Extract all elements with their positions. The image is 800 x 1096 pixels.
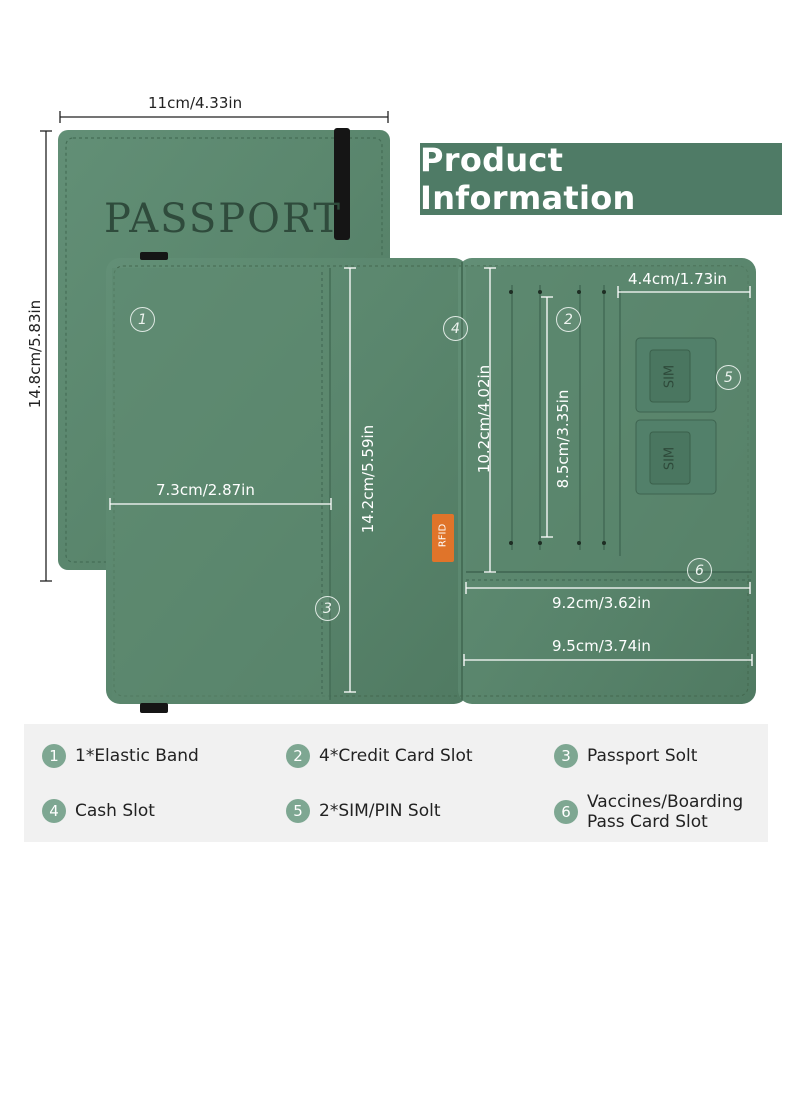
- legend-item: 3 Passport Solt: [554, 744, 697, 768]
- sim-label-top: SIM: [662, 364, 678, 389]
- right-panel-width-label: 9.5cm/3.74in: [552, 637, 651, 655]
- legend-text: 1*Elastic Band: [75, 746, 199, 766]
- product-illustration: [40, 111, 756, 713]
- legend-text: 2*SIM/PIN Solt: [319, 801, 441, 821]
- inner-height-label: 14.2cm/5.59in: [359, 424, 377, 534]
- boarding-slot-width-label: 9.2cm/3.62in: [552, 594, 651, 612]
- badge-3: 3: [315, 596, 340, 621]
- badge-5: 5: [716, 365, 741, 390]
- legend-number: 5: [286, 799, 310, 823]
- legend-item: 6 Vaccines/Boarding Pass Card Slot: [554, 792, 743, 832]
- sim-label-bottom: SIM: [662, 446, 678, 471]
- legend-text: Passport Solt: [587, 746, 698, 766]
- card-slot-width-label: 4.4cm/1.73in: [628, 270, 727, 288]
- badge-4: 4: [443, 316, 468, 341]
- legend-number: 4: [42, 799, 66, 823]
- legend-text: Cash Slot: [75, 801, 155, 821]
- elastic-band: [334, 128, 350, 240]
- sim-slots: [635, 337, 717, 495]
- legend-item: 2 4*Credit Card Slot: [286, 744, 473, 768]
- legend-number: 6: [554, 800, 578, 824]
- rfid-label: RFID: [437, 523, 449, 548]
- badge-2: 2: [556, 307, 581, 332]
- card-area-height-label: 10.2cm/4.02in: [475, 364, 493, 474]
- passport-emboss-text: PASSPORT: [104, 196, 343, 242]
- legend-number: 3: [554, 744, 578, 768]
- legend-number: 1: [42, 744, 66, 768]
- card-slot-height-label: 8.5cm/3.35in: [554, 389, 572, 489]
- legend-number: 2: [286, 744, 310, 768]
- badge-6: 6: [687, 558, 712, 583]
- legend-panel: 1 1*Elastic Band 2 4*Credit Card Slot 3 …: [24, 724, 768, 842]
- badge-1: 1: [130, 307, 155, 332]
- rfid-tag: [432, 514, 454, 562]
- legend-item: 5 2*SIM/PIN Solt: [286, 799, 440, 823]
- open-wallet: [106, 252, 756, 713]
- legend-item: 1 1*Elastic Band: [42, 744, 199, 768]
- cover-width-label: 11cm/4.33in: [148, 94, 243, 112]
- cover-height-label: 14.8cm/5.83in: [26, 299, 44, 409]
- pocket-width-label: 7.3cm/2.87in: [156, 481, 255, 499]
- legend-item: 4 Cash Slot: [42, 799, 155, 823]
- product-info-title: Product Information: [420, 141, 782, 217]
- legend-text: Vaccines/Boarding Pass Card Slot: [587, 792, 744, 832]
- legend-text: 4*Credit Card Slot: [319, 746, 473, 766]
